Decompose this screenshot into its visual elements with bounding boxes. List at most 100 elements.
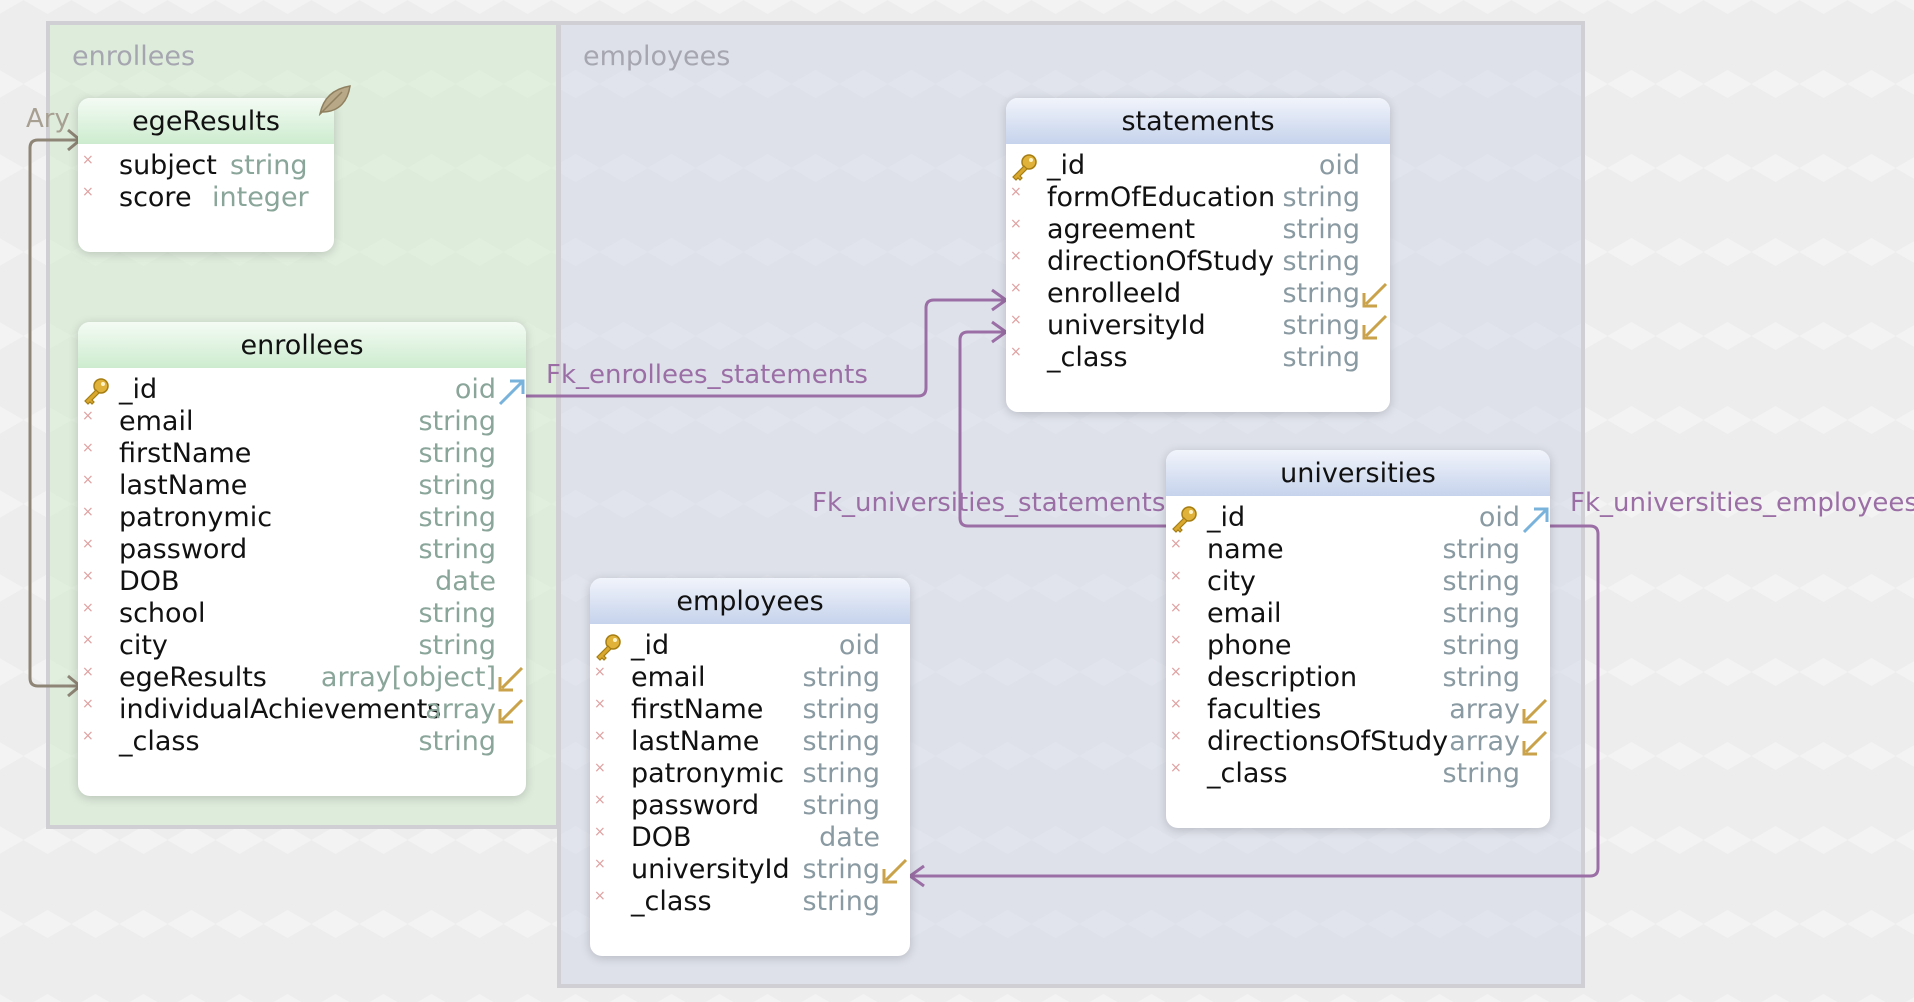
required-marker-icon: × (1170, 760, 1182, 776)
fk-universities-employees-label[interactable]: Fk_universities_employees (1570, 488, 1914, 518)
required-marker-icon: × (82, 696, 94, 712)
field-type: string (802, 886, 880, 917)
fk-enrollees-statements-label[interactable]: Fk_enrollees_statements (546, 360, 868, 390)
required-marker-icon: × (82, 152, 94, 168)
field-type: string (418, 438, 496, 469)
entity-employees-header[interactable]: employees (590, 578, 910, 624)
field-name: universityId (1047, 310, 1206, 341)
field-name: patronymic (631, 758, 785, 789)
field-type: oid (1318, 150, 1360, 181)
field-name: individualAchievements (119, 694, 442, 725)
field-row[interactable]: × patronymic string (78, 502, 526, 534)
field-name: patronymic (119, 502, 273, 533)
array-link-line (28, 138, 80, 688)
primary-key-icon (84, 378, 109, 405)
array-link-label[interactable]: Ary (26, 104, 70, 134)
field-name: email (631, 662, 706, 693)
field-type: string (1282, 246, 1360, 277)
field-type: string (1282, 342, 1360, 373)
required-marker-icon: × (1010, 216, 1022, 232)
fk-universities-employees-arrow (907, 864, 925, 888)
field-type: string (418, 406, 496, 437)
field-name: enrolleeId (1047, 278, 1182, 309)
field-name: name (1207, 534, 1284, 565)
field-type: string (1282, 182, 1360, 213)
required-marker-icon: × (82, 440, 94, 456)
required-marker-icon: × (82, 472, 94, 488)
primary-key-icon (1172, 506, 1197, 533)
required-marker-icon: × (82, 504, 94, 520)
entity-egeresults[interactable]: egeResults × subject string × score inte… (78, 98, 334, 252)
field-name: _class (631, 886, 712, 917)
field-row[interactable]: × score integer (78, 182, 334, 214)
required-marker-icon: × (1170, 664, 1182, 680)
field-type: array[object] (320, 662, 496, 693)
field-type: string (1442, 662, 1520, 693)
fk-universities-statements-line (958, 330, 1166, 528)
entity-universities-header[interactable]: universities (1166, 450, 1550, 496)
required-marker-icon: × (594, 664, 606, 680)
required-marker-icon: × (594, 760, 606, 776)
field-type: string (1282, 278, 1360, 309)
field-type: string (1442, 534, 1520, 565)
field-type: string (802, 726, 880, 757)
entity-egeresults-header[interactable]: egeResults (78, 98, 334, 144)
leaf-icon (318, 85, 351, 116)
field-type: string (418, 502, 496, 533)
field-type: string (1282, 214, 1360, 245)
required-marker-icon: × (82, 184, 94, 200)
field-type: string (802, 694, 880, 725)
primary-key-icon (1012, 154, 1037, 181)
required-marker-icon: × (1010, 248, 1022, 264)
field-row[interactable]: × subject string (78, 150, 334, 182)
required-marker-icon: × (1170, 696, 1182, 712)
required-marker-icon: × (594, 824, 606, 840)
required-marker-icon: × (1170, 600, 1182, 616)
fk-universities-employees-line (910, 524, 1600, 878)
entity-enrollees-header[interactable]: enrollees (78, 322, 526, 368)
fk-universities-statements-label[interactable]: Fk_universities_statements (812, 488, 1166, 518)
entity-statements-header[interactable]: statements (1006, 98, 1390, 144)
